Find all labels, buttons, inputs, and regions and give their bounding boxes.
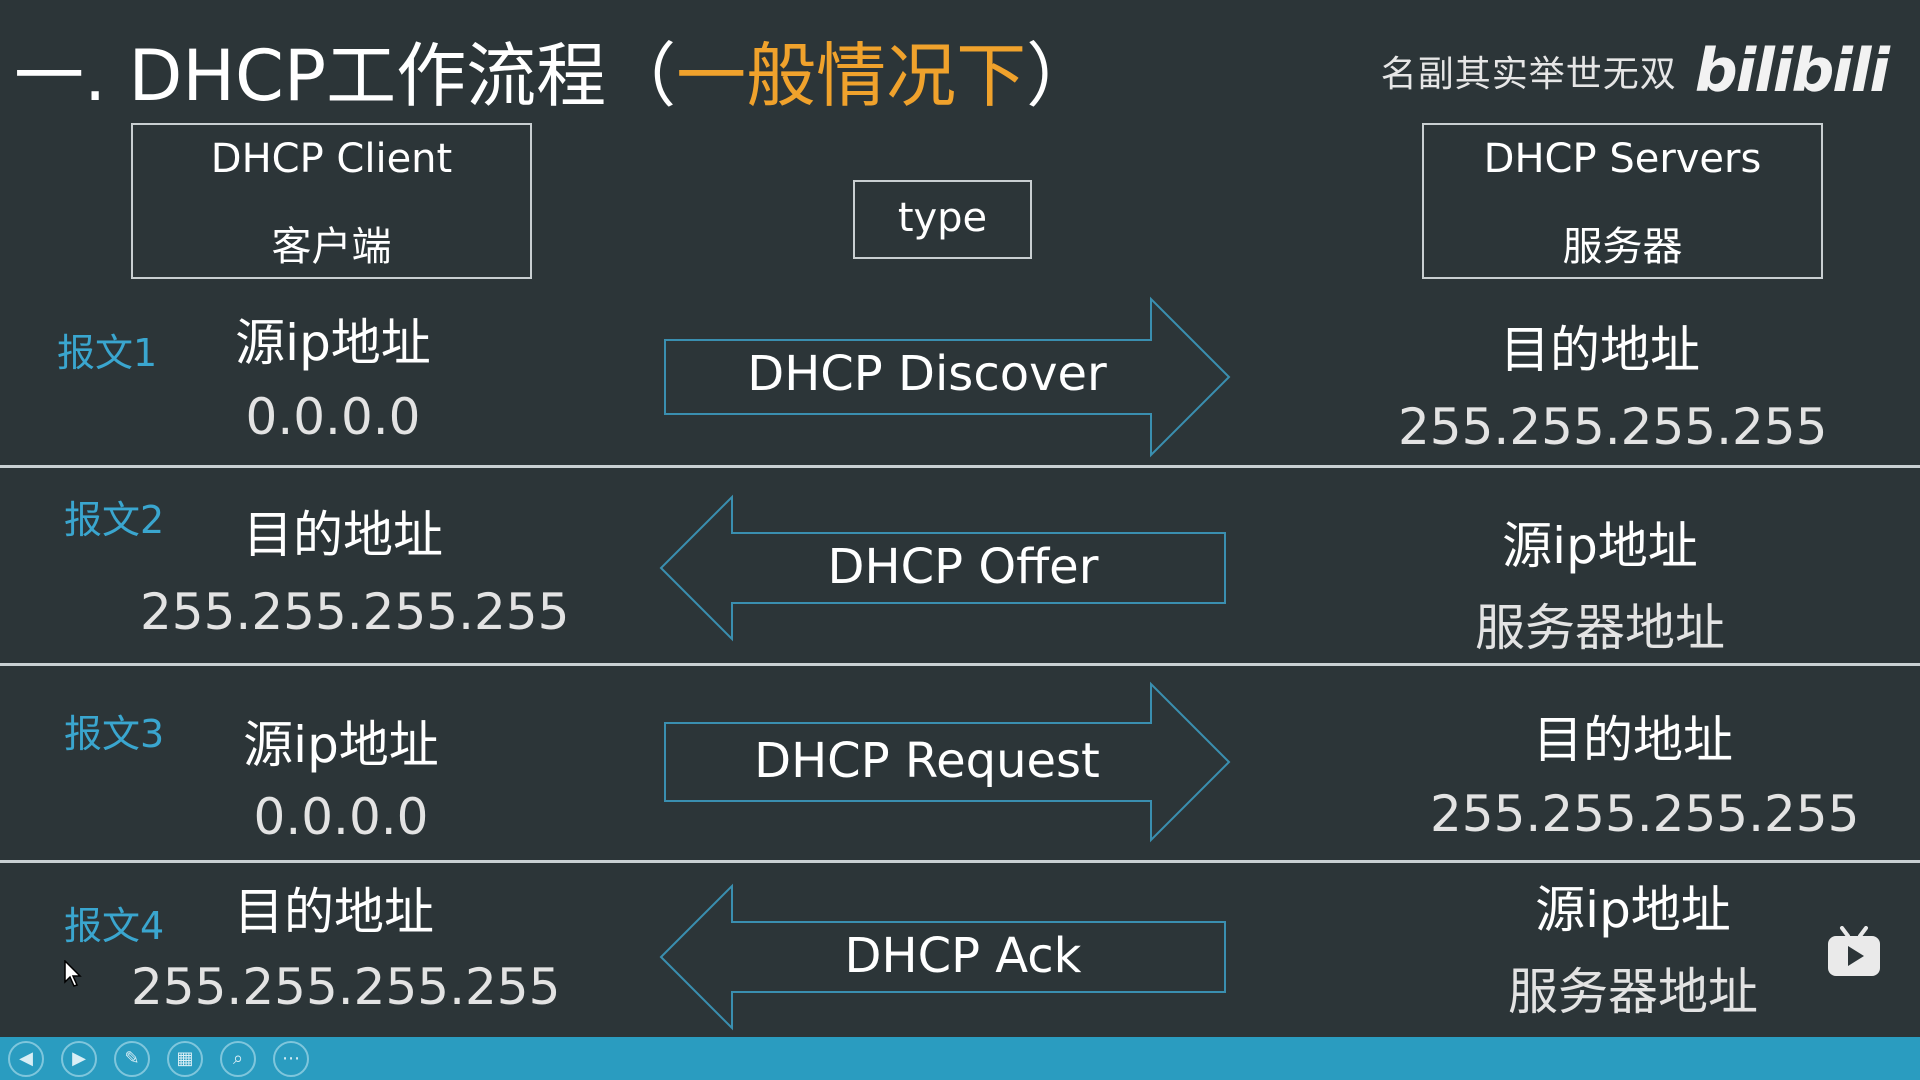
message-label-4: 报文4 bbox=[64, 904, 165, 948]
message-4-client-line1: 目的地址 bbox=[234, 883, 434, 941]
message-2-server-line1: 源ip地址 bbox=[1502, 517, 1698, 575]
message-1-client-line2: 0.0.0.0 bbox=[245, 388, 421, 446]
message-1-server-line1: 目的地址 bbox=[1500, 321, 1700, 379]
zoom-button[interactable]: ⌕ bbox=[220, 1041, 256, 1077]
arrow-label-1: DHCP Discover bbox=[747, 346, 1107, 402]
message-3-server-line2: 255.255.255.255 bbox=[1430, 785, 1860, 843]
tv-icon[interactable] bbox=[1826, 926, 1882, 978]
message-1-client-line1: 源ip地址 bbox=[235, 314, 431, 372]
message-label-1: 报文1 bbox=[57, 331, 158, 375]
title-highlight: 一般情况下 bbox=[676, 35, 1027, 117]
arrow-right-discover bbox=[664, 296, 1231, 458]
message-2-server-line2: 服务器地址 bbox=[1475, 599, 1725, 657]
slide: 一. DHCP工作流程（一般情况下） 名副其实举世无双 bilibili DHC… bbox=[0, 26, 1920, 1031]
arrow-right-request bbox=[664, 681, 1231, 843]
title-prefix: 一. DHCP工作流程（ bbox=[14, 35, 677, 117]
bilibili-watermark: 名副其实举世无双 bilibili bbox=[1380, 36, 1890, 106]
arrow-label-3: DHCP Request bbox=[754, 733, 1100, 789]
message-2-client-line1: 目的地址 bbox=[243, 506, 443, 564]
bilibili-logo: bilibili bbox=[1694, 36, 1890, 106]
mouse-cursor-icon bbox=[64, 960, 82, 987]
watermark-text: 名副其实举世无双 bbox=[1380, 54, 1677, 95]
title-suffix: ） bbox=[1026, 35, 1097, 117]
previous-slide-button[interactable]: ◀ bbox=[8, 1041, 44, 1077]
server-box-subtitle: 服务器 bbox=[1562, 224, 1683, 270]
message-label-3: 报文3 bbox=[64, 712, 165, 756]
dhcp-server-box: DHCP Servers 服务器 bbox=[1422, 123, 1823, 279]
message-3-client-line1: 源ip地址 bbox=[243, 716, 439, 774]
message-label-2: 报文2 bbox=[64, 498, 165, 542]
message-4-client-line2: 255.255.255.255 bbox=[131, 958, 561, 1016]
dhcp-client-box: DHCP Client 客户端 bbox=[131, 123, 532, 279]
presentation-toolbar: ◀ ▶ ✎ ▦ ⌕ ⋯ bbox=[0, 1037, 1920, 1080]
message-2-client-line2: 255.255.255.255 bbox=[140, 583, 570, 641]
message-1-server-line2: 255.255.255.255 bbox=[1398, 398, 1828, 456]
more-options-button[interactable]: ⋯ bbox=[273, 1041, 309, 1077]
row-divider bbox=[0, 465, 1920, 468]
next-slide-button[interactable]: ▶ bbox=[61, 1041, 97, 1077]
arrow-label-2: DHCP Offer bbox=[827, 539, 1099, 595]
arrow-label-4: DHCP Ack bbox=[844, 928, 1082, 984]
server-box-title: DHCP Servers bbox=[1483, 136, 1762, 182]
slide-overview-button[interactable]: ▦ bbox=[167, 1041, 203, 1077]
type-box: type bbox=[853, 180, 1032, 259]
arrow-left-ack bbox=[659, 883, 1226, 1031]
message-3-client-line2: 0.0.0.0 bbox=[253, 788, 429, 846]
client-box-subtitle: 客户端 bbox=[271, 224, 392, 270]
row-divider bbox=[0, 860, 1920, 863]
row-divider bbox=[0, 663, 1920, 666]
message-4-server-line1: 源ip地址 bbox=[1535, 881, 1731, 939]
message-3-server-line1: 目的地址 bbox=[1533, 711, 1733, 769]
client-box-title: DHCP Client bbox=[210, 136, 453, 182]
arrow-left-offer bbox=[659, 494, 1226, 642]
message-4-server-line2: 服务器地址 bbox=[1508, 963, 1758, 1021]
slide-title: 一. DHCP工作流程（一般情况下） bbox=[14, 26, 1096, 126]
pen-tool-button[interactable]: ✎ bbox=[114, 1041, 150, 1077]
